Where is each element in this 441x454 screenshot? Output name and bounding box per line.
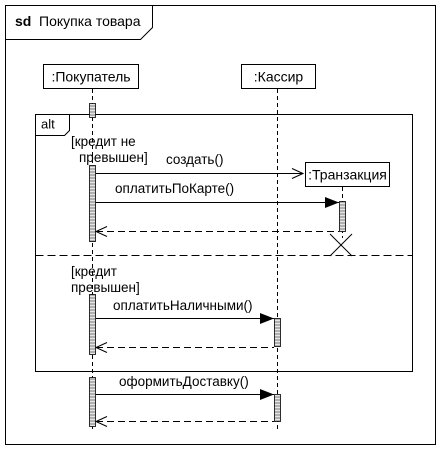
activation-buyer-cash	[89, 294, 96, 355]
message-create[interactable]	[96, 168, 305, 179]
activation-buyer-delivery	[89, 377, 96, 427]
activation-transaction	[339, 201, 346, 232]
activation-buyer-card	[89, 165, 96, 242]
alt-fragment-tab	[35, 114, 70, 136]
guard-credit-exceeded-line1: [кредит	[71, 264, 117, 279]
message-pay-cash[interactable]	[96, 313, 274, 324]
message-pay-by-card-label: оплатитьПоКарте()	[115, 181, 234, 196]
return-from-cashier-delivery[interactable]	[94, 416, 274, 427]
sd-frame-title: Покупка товара	[39, 13, 141, 29]
lifeline-cashier-label: :Кассир	[254, 69, 304, 85]
alt-fragment	[35, 114, 413, 372]
activation-cashier-delivery	[274, 394, 281, 422]
lifeline-transaction-head[interactable]	[305, 162, 390, 187]
message-arrange-delivery-label: оформитьДоставку()	[119, 374, 249, 389]
activation-cashier-cash	[274, 318, 281, 347]
lifeline-cashier-head[interactable]	[241, 64, 316, 89]
guard-credit-not-exceeded-line1: [кредит не	[71, 134, 136, 149]
lifeline-transaction-label: :Транзакция	[308, 167, 387, 183]
lifeline-buyer-head[interactable]	[43, 64, 139, 89]
message-create-label: создать()	[166, 152, 223, 167]
alt-operator-label: alt	[41, 117, 55, 132]
return-from-cashier-cash[interactable]	[94, 342, 274, 353]
sd-frame	[5, 5, 436, 445]
lifeline-buyer-label: :Покупатель	[51, 69, 130, 85]
guard-credit-not-exceeded-line2: превышен]	[79, 150, 148, 165]
message-arrange-delivery[interactable]	[96, 389, 274, 400]
message-pay-cash-label: оплатитьНаличными()	[113, 298, 253, 313]
destroy-icon	[329, 233, 353, 257]
guard-credit-exceeded-line2: превышен]	[71, 280, 140, 295]
activation-buyer-top	[89, 103, 96, 118]
sd-frame-tab	[5, 5, 153, 40]
message-pay-by-card[interactable]	[96, 197, 339, 208]
return-from-transaction[interactable]	[94, 226, 339, 237]
sd-frame-kind: sd	[15, 13, 31, 29]
